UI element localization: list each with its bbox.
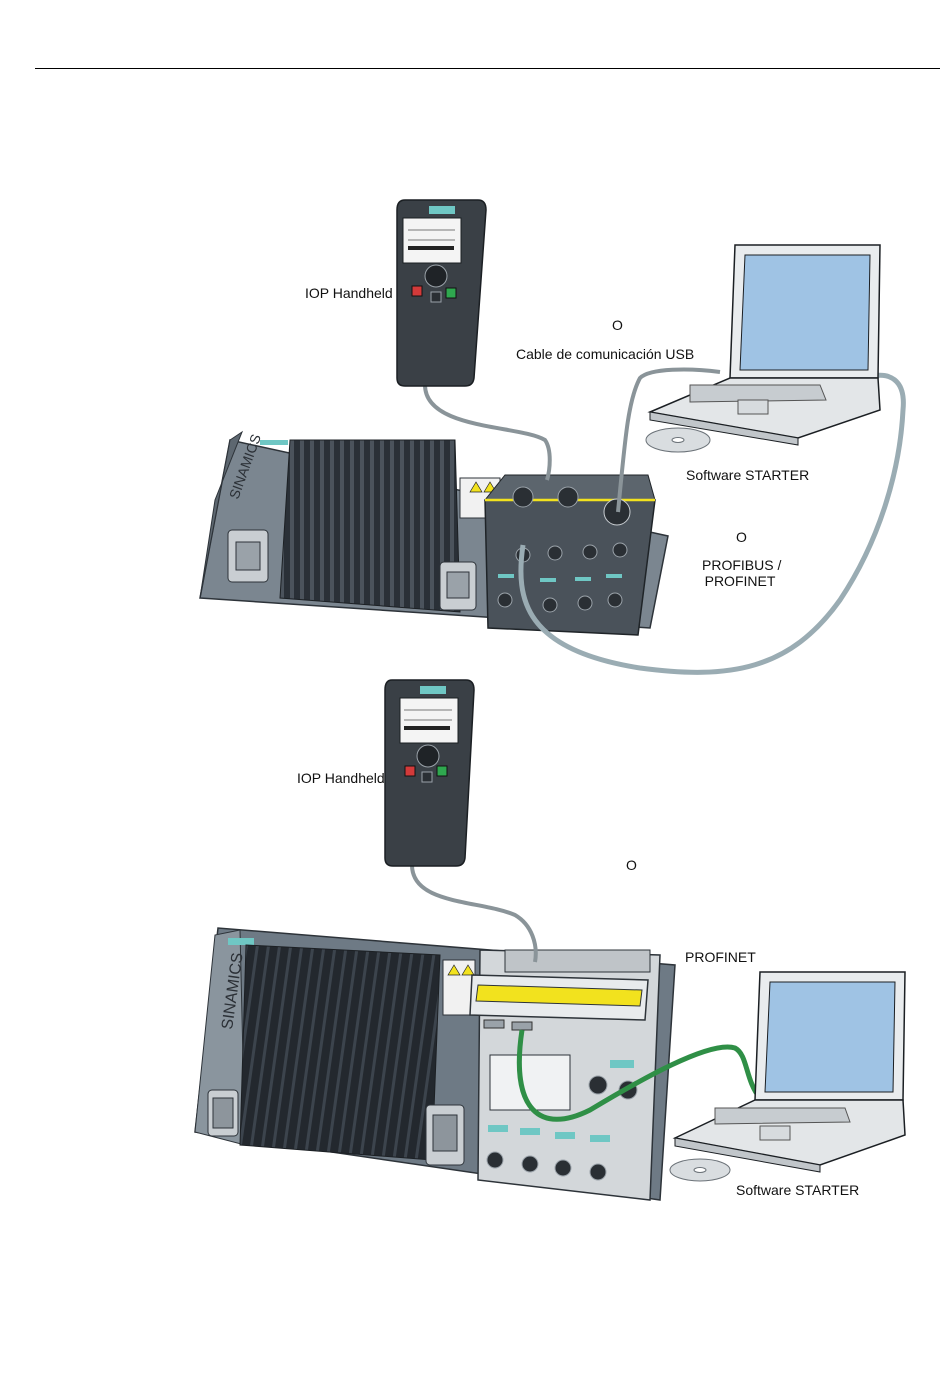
label-profibus-profinet: PROFIBUS / PROFINET — [702, 557, 778, 589]
power-connector-right-top — [440, 562, 476, 610]
label-usb-cable: Cable de comunicación USB — [516, 346, 694, 362]
laptop-bottom — [675, 972, 905, 1172]
laptop-top — [650, 245, 880, 445]
power-connector-left-bottom — [208, 1090, 238, 1136]
label-or-bottom: O — [626, 857, 637, 873]
control-module-bottom — [470, 950, 660, 1200]
label-profibus-line: PROFIBUS / — [702, 557, 778, 573]
label-iop-handheld-top: IOP Handheld — [305, 285, 393, 301]
label-iop-handheld-bottom: IOP Handheld — [297, 770, 385, 786]
cd-icon-top — [646, 428, 710, 452]
inverter-top: SINAMICS — [200, 432, 668, 635]
power-connector-left-top — [228, 530, 268, 582]
iop-handheld-top — [397, 200, 486, 386]
iop-handheld-bottom — [385, 680, 474, 866]
label-software-starter-bottom: Software STARTER — [736, 1182, 859, 1198]
label-profinet-line: PROFINET — [702, 573, 778, 589]
label-or-top-2: O — [736, 529, 747, 545]
label-profinet-bottom: PROFINET — [685, 949, 756, 965]
label-software-starter-top: Software STARTER — [686, 467, 809, 483]
control-module-top — [485, 475, 655, 635]
cd-icon-bottom — [670, 1159, 730, 1181]
inverter-bottom: SINAMICS — [195, 928, 675, 1200]
power-connector-right-bottom — [426, 1105, 464, 1165]
label-or-top-1: O — [612, 317, 623, 333]
